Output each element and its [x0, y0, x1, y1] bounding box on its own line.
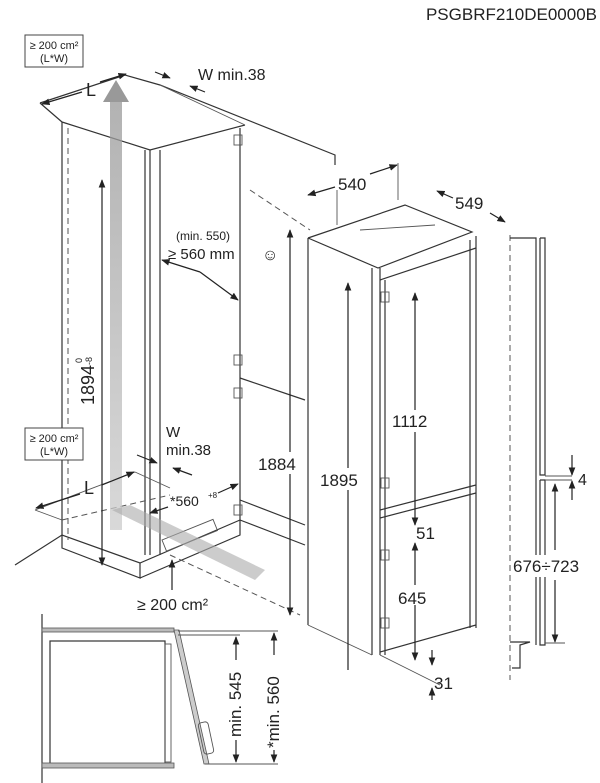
label-l-top: L — [86, 80, 96, 100]
label-niche-height: 1894 — [78, 365, 98, 405]
label-gap-51: 51 — [416, 524, 435, 543]
label-w-bottom: W — [166, 424, 181, 441]
svg-text:(L*W): (L*W) — [40, 53, 68, 65]
svg-text:≥ 200 cm²: ≥ 200 cm² — [30, 40, 79, 52]
svg-text:(L*W): (L*W) — [40, 446, 68, 458]
fridge-appliance — [307, 204, 477, 656]
label-width-540: 540 — [338, 175, 366, 194]
label-depth-549: 549 — [455, 194, 483, 213]
label-plinth-vent: ≥ 200 cm² — [137, 597, 209, 614]
label-niche-height-tol-upper: 0 — [74, 358, 84, 363]
label-height-645: 645 — [398, 589, 426, 608]
label-min-545: min. 545 — [226, 672, 245, 737]
vent-area-top-box: ≥ 200 cm² (L*W) — [24, 34, 84, 68]
airflow-arrow-icon — [103, 80, 265, 580]
label-min-560mm: ≥ 560 mm — [168, 246, 235, 263]
label-niche-width: *560 — [170, 493, 199, 509]
smiley-icon: ☺ — [262, 247, 278, 264]
door-swing-detail — [41, 614, 278, 783]
label-gap-4: 4 — [578, 472, 587, 489]
label-niche-width-tol: +8 — [208, 491, 218, 500]
label-l-bottom: L — [84, 478, 94, 498]
model-code: PSGBRF210DE0000B — [426, 5, 597, 24]
label-height-1112: 1112 — [392, 412, 427, 431]
vent-area-bottom-box: ≥ 200 cm² (L*W) — [24, 427, 84, 461]
label-min-560: *min. 560 — [264, 676, 283, 748]
label-gap-31: 31 — [434, 674, 453, 693]
label-w-min-top: W min.38 — [198, 67, 266, 84]
furniture-door-panel — [509, 235, 546, 680]
label-door-range: 676÷723 — [513, 557, 579, 576]
label-height-1895: 1895 — [320, 471, 358, 490]
label-height-1884: 1884 — [258, 455, 296, 474]
label-min-550: (min. 550) — [176, 229, 230, 243]
svg-text:≥ 200 cm²: ≥ 200 cm² — [30, 433, 79, 445]
label-w-min-bottom: min.38 — [166, 442, 211, 459]
label-niche-height-tol-lower: -8 — [84, 357, 94, 365]
